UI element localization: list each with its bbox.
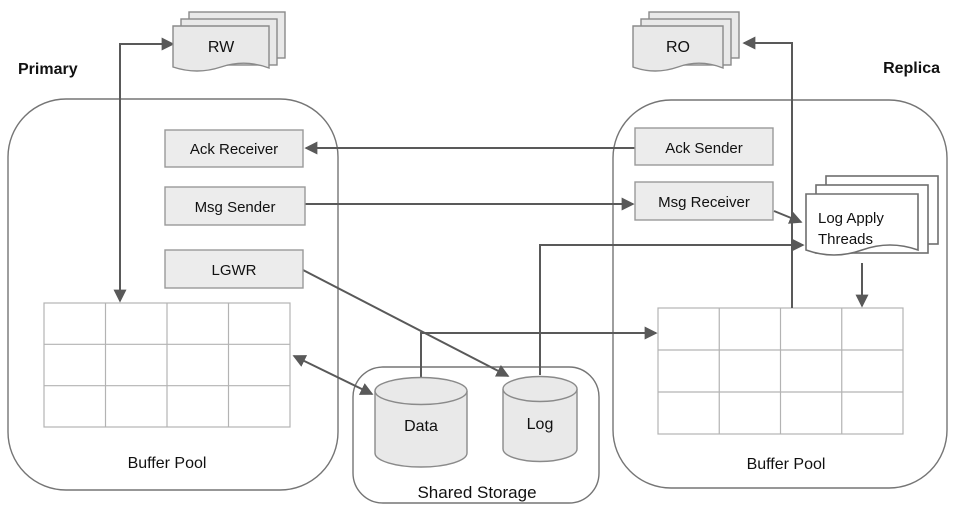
log-apply-label-line2: Threads — [818, 231, 873, 248]
ack-sender-label: Ack Sender — [665, 140, 743, 157]
ro-doc-label: RO — [666, 39, 690, 56]
primary-buffer-pool-grid — [43, 302, 291, 428]
rw-doc-label: RW — [208, 39, 235, 56]
msg-receiver-box: Msg Receiver — [634, 181, 774, 221]
lgwr-box: LGWR — [164, 249, 304, 289]
ack-receiver-label: Ack Receiver — [190, 141, 278, 158]
msg-sender-label: Msg Sender — [195, 199, 276, 216]
log-apply-threads-docs: Log Apply Threads — [805, 175, 939, 256]
arrow-replica-buffer-pool-to-ro — [742, 36, 793, 308]
data-cylinder: Data — [374, 376, 468, 468]
log-apply-doc-page-front — [805, 193, 919, 256]
arrow-primary-buffer-pool-to-data-cylinder — [292, 355, 374, 395]
primary-buffer-pool-label: Buffer Pool — [128, 455, 207, 472]
replica-node-label: Replica — [883, 60, 940, 77]
arrow-rw-to-primary-buffer-pool — [113, 37, 175, 303]
arrow-log-cylinder-to-log-apply-threads — [539, 238, 805, 375]
ro-docs: RO — [632, 11, 740, 72]
data-cylinder-label: Data — [404, 418, 438, 435]
msg-receiver-label: Msg Receiver — [658, 194, 750, 211]
shared-storage-label: Shared Storage — [417, 483, 536, 502]
ack-sender-box: Ack Sender — [634, 127, 774, 166]
rw-doc-page-front — [172, 25, 270, 72]
log-cylinder-label: Log — [527, 416, 554, 433]
arrow-data-cylinder-to-replica-buffer-pool — [420, 326, 658, 378]
replica-buffer-pool-grid — [657, 307, 904, 435]
rw-docs: RW — [172, 11, 286, 72]
ro-doc-page-front — [632, 25, 724, 72]
replica-buffer-pool-label: Buffer Pool — [747, 456, 826, 473]
primary-node-label: Primary — [18, 61, 78, 78]
ack-receiver-box: Ack Receiver — [164, 129, 304, 168]
log-apply-label-line1: Log Apply — [818, 210, 884, 227]
log-cylinder: Log — [502, 375, 578, 463]
msg-sender-box: Msg Sender — [164, 186, 306, 226]
lgwr-label: LGWR — [212, 262, 257, 279]
arrow-lgwr-to-log-cylinder — [302, 269, 510, 377]
arrow-msg-receiver-to-log-apply-threads — [773, 210, 803, 224]
